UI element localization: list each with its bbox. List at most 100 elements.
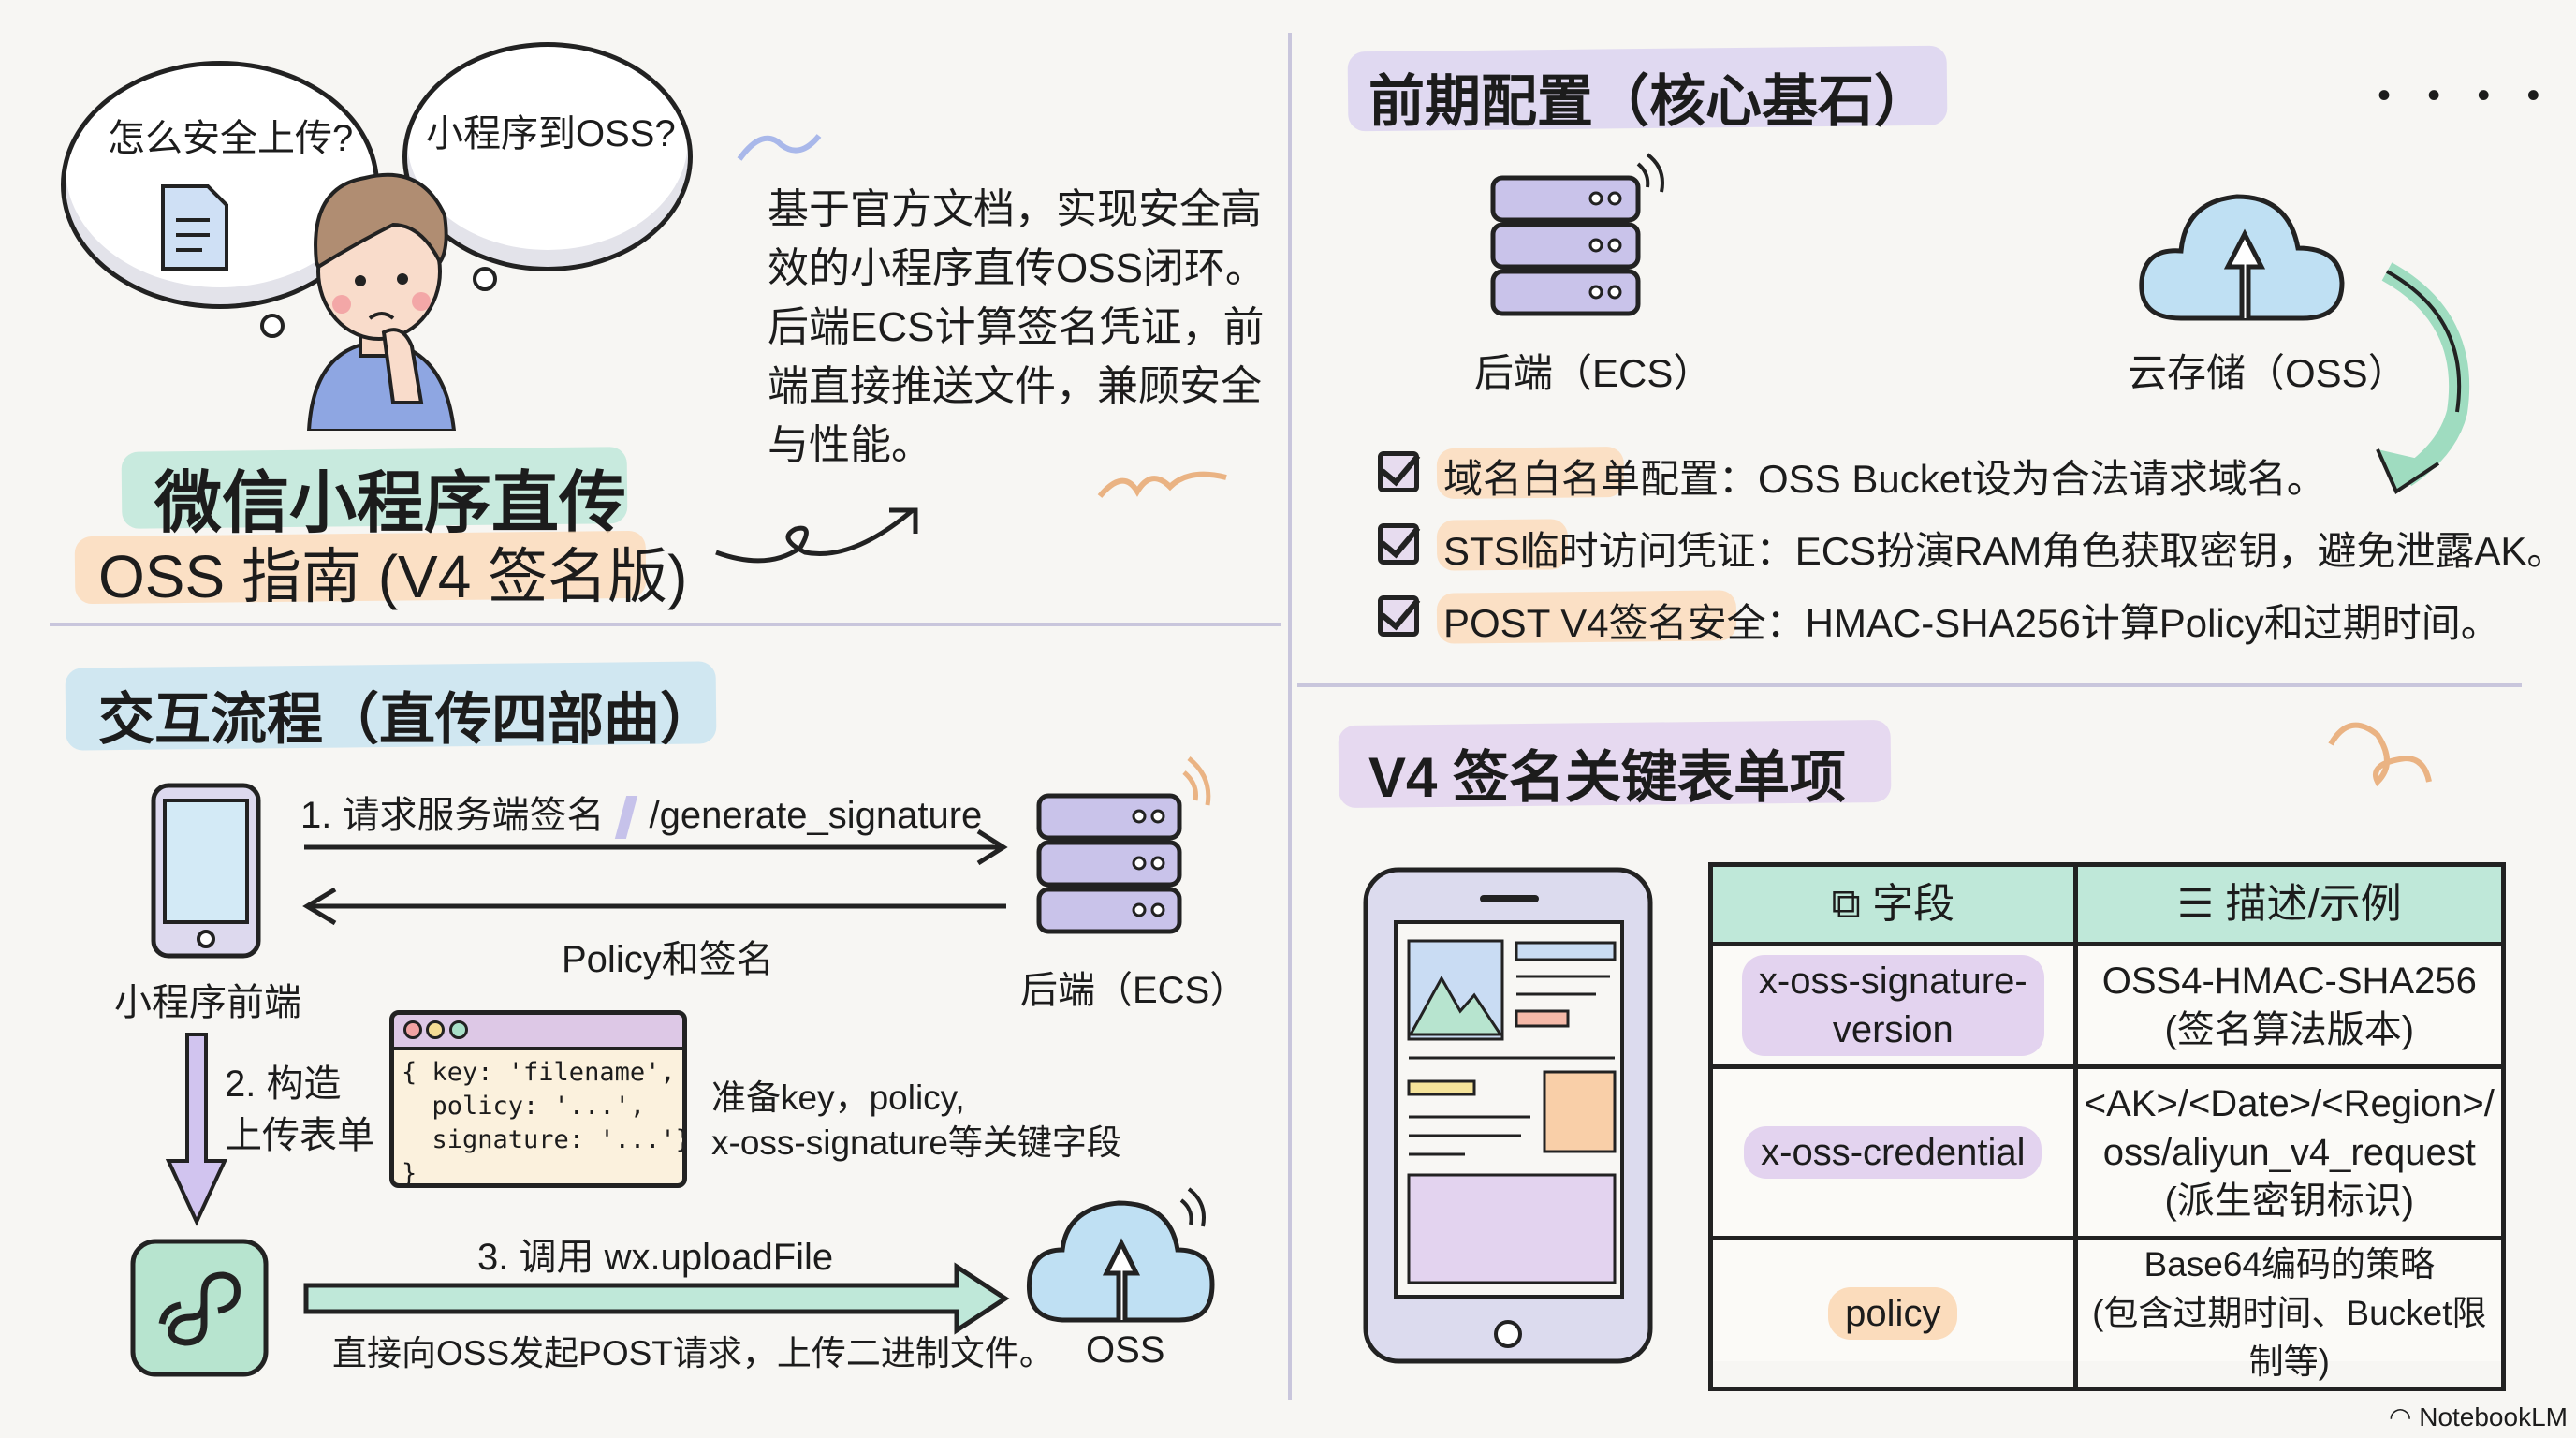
confused-person-illustration: [306, 172, 457, 431]
thought-dot: [260, 314, 285, 338]
description-line: 端直接推送文件，兼顾安全: [768, 363, 1262, 409]
notebooklm-brand: ◠ NotebookLM: [2389, 1401, 2568, 1432]
column-header-desc-label: 描述/示例: [2225, 881, 2402, 927]
loop-arrow-doodle: [715, 507, 918, 564]
config-item-key: STS临时访问凭证：: [1443, 529, 1795, 573]
decor-dots: • • • •: [2378, 75, 2554, 116]
description-line: 与性能。: [768, 422, 932, 468]
config-item-key: 域名白名单配置：: [1443, 457, 1759, 501]
main-title-line1: 微信小程序直传: [154, 466, 627, 541]
notebooklm-brand-text: NotebookLM: [2419, 1402, 2568, 1431]
desc-line: (派生密钥标识): [2164, 1181, 2415, 1222]
config-item-text: HMAC-SHA256计算Policy和过期时间。: [1805, 601, 2500, 645]
code-line: policy: '...',: [402, 1092, 646, 1121]
field-name: x-oss-signature-: [1758, 961, 2027, 1002]
column-header-field: ⧉ 字段: [1708, 862, 2078, 946]
thought-bubble-left-text: 怎么安全上传?: [108, 118, 354, 159]
v4-heading: V4 签名关键表单项: [1368, 746, 1847, 809]
field-cell: x-oss-credential: [1708, 1064, 2078, 1240]
phone-mockup-illustration: [1363, 867, 1653, 1364]
cloud-upload-icon: [2139, 194, 2345, 321]
window-dot-green: [448, 1020, 468, 1039]
squiggle-doodle: [2328, 722, 2432, 787]
step2-note-line2: x-oss-signature等关键字段: [711, 1123, 1121, 1162]
config-backend-label: 后端（ECS）: [1474, 351, 1713, 395]
curved-green-arrow: [2376, 262, 2470, 494]
checkbox-icon: [1378, 523, 1419, 565]
config-heading: 前期配置（核心基石）: [1368, 70, 1930, 133]
oss-label: OSS: [1086, 1329, 1165, 1371]
notebooklm-logo-icon: ◠: [2389, 1402, 2420, 1431]
step3-label: 3. 调用 wx.uploadFile: [477, 1237, 834, 1278]
field-name-cont: version: [1832, 1009, 1954, 1050]
code-window-titlebar: [394, 1015, 682, 1050]
frontend-label: 小程序前端: [114, 982, 301, 1023]
step2-line1: 2. 构造: [225, 1064, 342, 1105]
step1-endpoint: /generate_signature: [649, 795, 983, 836]
window-dot-red: [403, 1020, 422, 1039]
step2-line2: 上传表单: [225, 1115, 374, 1156]
desc-line: OSS4-HMAC-SHA256: [2101, 961, 2477, 1002]
code-line: signature: '...'}: [402, 1125, 687, 1154]
v4-fields-table: ⧉ 字段 ☰ 描述/示例 x-oss-signature-version OSS…: [1708, 862, 2507, 1391]
config-item: STS临时访问凭证：ECS扮演RAM角色获取密钥，避免泄露AK。: [1443, 520, 2566, 577]
field-name: x-oss-credential: [1744, 1126, 2042, 1179]
divider-horizontal-right: [1297, 683, 2522, 687]
divider-vertical: [1288, 33, 1292, 1400]
desc-cell: Base64编码的策略 (包含过期时间、Bucket限制等): [2072, 1236, 2507, 1391]
config-item-text: OSS Bucket设为合法请求域名。: [1758, 457, 2326, 501]
main-title-line2: OSS 指南 (V4 签名版): [98, 543, 688, 610]
squiggle-doodle: [737, 134, 822, 161]
server-icon: [1036, 756, 1211, 934]
thought-bubble-right-text: 小程序到OSS?: [426, 113, 676, 154]
desc-line: (包含过期时间、Bucket限制等): [2092, 1294, 2487, 1381]
document-list-icon: ☰: [2176, 881, 2226, 927]
step1-text: 1. 请求服务端签名: [300, 795, 605, 836]
table-row: x-oss-credential <AK>/<Date>/<Region>/ os…: [1708, 1064, 2507, 1240]
squiggle-doodle: [1097, 471, 1227, 498]
description-line: 基于官方文档，实现安全高: [768, 186, 1262, 232]
step1-response-label: Policy和签名: [562, 939, 774, 980]
code-window: { key: 'filename', policy: '...', signat…: [389, 1010, 687, 1188]
phone-icon: [151, 783, 261, 959]
column-header-field-label: 字段: [1872, 881, 1955, 927]
step2-note-line1: 准备key，policy,: [711, 1078, 965, 1117]
column-header-desc: ☰ 描述/示例: [2072, 862, 2507, 946]
table-row: policy Base64编码的策略 (包含过期时间、Bucket限制等): [1708, 1236, 2507, 1391]
desc-line: (签名算法版本): [2164, 1009, 2415, 1050]
document-icon: [161, 184, 228, 271]
desc-cell: <AK>/<Date>/<Region>/ oss/aliyun_v4_reque…: [2072, 1064, 2507, 1240]
code-line: { key: 'filename',: [402, 1058, 676, 1087]
request-arrow: [302, 829, 1008, 926]
thought-dot: [473, 267, 497, 291]
config-item-key: POST V4签名安全：: [1443, 601, 1806, 645]
window-dot-yellow: [426, 1020, 446, 1039]
intro-description: 基于官方文档，实现安全高 效的小程序直传OSS闭环。 后端ECS计算签名凭证，前…: [768, 180, 1266, 475]
desc-line: Base64编码的策略: [2144, 1245, 2436, 1284]
layers-icon: ⧉: [1831, 881, 1873, 927]
desc-line: oss/aliyun_v4_request: [2102, 1132, 2476, 1173]
field-cell: policy: [1708, 1236, 2078, 1391]
desc-cell: OSS4-HMAC-SHA256 (签名算法版本): [2072, 942, 2507, 1069]
upload-arrow: [303, 1262, 1010, 1335]
table-row: x-oss-signature-version OSS4-HMAC-SHA256…: [1708, 942, 2507, 1069]
desc-line: <AK>/<Date>/<Region>/: [2084, 1083, 2495, 1124]
config-storage-label: 云存储（OSS）: [2128, 351, 2408, 395]
step3-note: 直接向OSS发起POST请求，上传二进制文件。: [332, 1334, 1054, 1372]
description-line: 后端ECS计算签名凭证，前: [768, 304, 1265, 350]
flow-backend-label: 后端（ECS）: [1020, 970, 1248, 1011]
down-arrow: [165, 1033, 228, 1226]
checkbox-icon: [1378, 451, 1419, 492]
config-item-text: ECS扮演RAM角色获取密钥，避免泄露AK。: [1794, 529, 2567, 573]
divider-horizontal-left: [50, 623, 1281, 626]
oss-cloud-icon: [1026, 1187, 1215, 1323]
step1-label: 1. 请求服务端签名/generate_signature: [300, 785, 983, 840]
field-name: policy: [1828, 1287, 1958, 1340]
flow-heading: 交互流程（直传四部曲）: [98, 688, 716, 751]
description-line: 效的小程序直传OSS闭环。: [768, 245, 1266, 291]
checkbox-icon: [1378, 595, 1419, 637]
thought-bubble-right: [402, 42, 693, 271]
miniprogram-icon: [130, 1239, 269, 1377]
code-line: }: [402, 1159, 417, 1188]
config-item: POST V4签名安全：HMAC-SHA256计算Policy和过期时间。: [1443, 592, 2500, 649]
